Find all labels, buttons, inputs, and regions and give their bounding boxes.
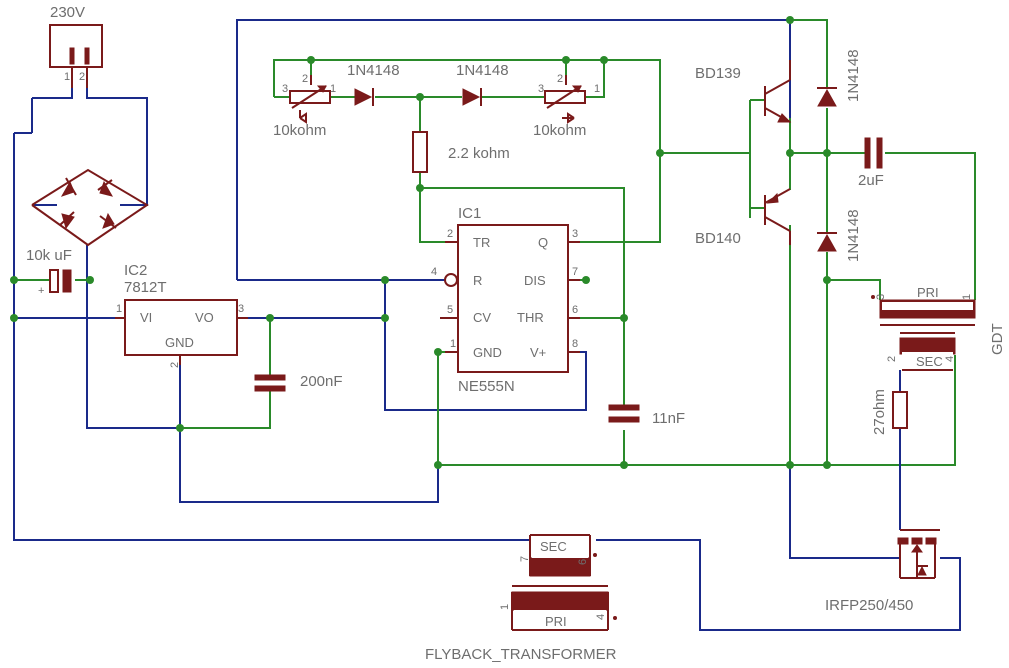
ic1-dis: DIS <box>524 273 546 288</box>
ic1-name: IC1 <box>458 205 481 222</box>
cap-11n-label: 11nF <box>652 410 685 427</box>
gdt-pri-label: PRI <box>917 285 939 300</box>
flyback-transformer: SEC PRI 7 6 1 4 FLYBACK_TRANSFORMER <box>425 534 617 663</box>
mosfet: IRFP250/450 <box>825 529 940 614</box>
junctions <box>10 16 831 469</box>
pin-label: 2 <box>79 71 85 83</box>
diode4-label: 1N4148 <box>845 209 862 262</box>
gdt-sec-label: SEC <box>916 354 943 369</box>
pin-label: 6 <box>572 304 578 316</box>
pin-label: 1 <box>116 303 122 315</box>
pin-label: 3 <box>538 83 544 95</box>
pin-label: 3 <box>282 83 288 95</box>
diode1-label: 1N4148 <box>347 62 400 79</box>
ic1-thr: THR <box>517 310 544 325</box>
pin-label: 7 <box>572 266 578 278</box>
q-bot-label: BD140 <box>695 230 741 247</box>
cap-10k-label: 10k uF <box>26 247 72 264</box>
mains-connector: 230V 1 2 <box>49 4 103 88</box>
gate-drive-transformer: PRI SEC GDT 1 2 3 4 <box>871 285 1006 371</box>
pot-right: 10kohm 3 1 2 <box>533 73 600 139</box>
pin-label: 5 <box>447 304 453 316</box>
pin-label: 2 <box>886 356 898 362</box>
pot-right-label: 10kohm <box>533 122 586 139</box>
pin-label: 2 <box>302 73 308 85</box>
pot-left-label: 10kohm <box>273 122 326 139</box>
ic1-gnd: GND <box>473 345 502 360</box>
mosfet-label: IRFP250/450 <box>825 597 913 614</box>
pin-label: 3 <box>572 228 578 240</box>
ic1-part: NE555N <box>458 378 515 395</box>
pin-label: 1 <box>450 338 456 350</box>
ic2-gnd: GND <box>165 335 194 350</box>
diode-1: 1N4148 <box>347 62 400 106</box>
capacitor-2uf: 2uF <box>858 137 884 189</box>
pin-label: 3 <box>238 303 244 315</box>
capacitor-200nf: 200nF <box>254 373 343 392</box>
diode2-label: 1N4148 <box>456 62 509 79</box>
res-27-label: 27ohm <box>871 389 888 435</box>
capacitor-11nf: 11nF <box>608 404 685 427</box>
ic2-part: 7812T <box>124 279 167 296</box>
fb-pri-label: PRI <box>545 614 567 629</box>
diode-3: 1N4148 <box>817 49 862 107</box>
mains-label: 230V <box>50 4 85 21</box>
pin-label: 1 <box>499 604 511 610</box>
transistor-bd139: BD139 <box>695 60 792 123</box>
ic1-tr: TR <box>473 235 490 250</box>
pin-label: 4 <box>431 266 437 278</box>
bridge-rectifier <box>31 168 149 247</box>
resistor-27ohm: 27ohm <box>871 370 908 530</box>
pot-left: 10kohm 3 1 2 <box>273 73 336 139</box>
ic2-vi: VI <box>140 310 152 325</box>
diode-4: 1N4148 <box>817 209 862 262</box>
ic1-cv: CV <box>473 310 491 325</box>
resistor-2k2: 2.2 kohm <box>412 131 510 173</box>
fb-sec-label: SEC <box>540 539 567 554</box>
ic1-vplus: V+ <box>530 345 546 360</box>
q-top-label: BD139 <box>695 65 741 82</box>
ic1-r: R <box>473 273 482 288</box>
pin-label: 1 <box>330 83 336 95</box>
regulator-ic2: IC2 7812T VI VO GND 1 3 2 <box>115 262 248 368</box>
gdt-label: GDT <box>989 323 1006 355</box>
ic1-q: Q <box>538 235 548 250</box>
transistor-bd140: BD140 <box>695 188 791 247</box>
cap-2u-label: 2uF <box>858 172 884 189</box>
pin-label: 3 <box>875 294 887 300</box>
cap-plus-sign: + <box>38 285 44 297</box>
pin-label: 2 <box>169 362 181 368</box>
timer-ic1: IC1 NE555N TR Q R DIS CV THR GND V+ 2 3 … <box>431 205 580 395</box>
pin-label: 1 <box>961 294 973 300</box>
pin-label: 4 <box>595 614 607 620</box>
diode-2: 1N4148 <box>456 62 509 106</box>
pin-label: 4 <box>944 356 956 362</box>
capacitor-10kuf: 10k uF + <box>26 247 72 297</box>
pin-label: 7 <box>519 556 531 562</box>
pin-label: 1 <box>64 71 70 83</box>
pin-label: 2 <box>557 73 563 85</box>
pin-label: 2 <box>447 228 453 240</box>
diode3-label: 1N4148 <box>845 49 862 102</box>
blue-wires <box>13 19 961 631</box>
pin-label: 6 <box>577 559 589 565</box>
cap-200n-label: 200nF <box>300 373 343 390</box>
pin-label: 8 <box>572 338 578 350</box>
flyback-title: FLYBACK_TRANSFORMER <box>425 646 617 663</box>
ic2-vo: VO <box>195 310 214 325</box>
ic2-name: IC2 <box>124 262 147 279</box>
pin-label: 1 <box>594 83 600 95</box>
res-22k-label: 2.2 kohm <box>448 145 510 162</box>
green-wires <box>14 19 976 466</box>
